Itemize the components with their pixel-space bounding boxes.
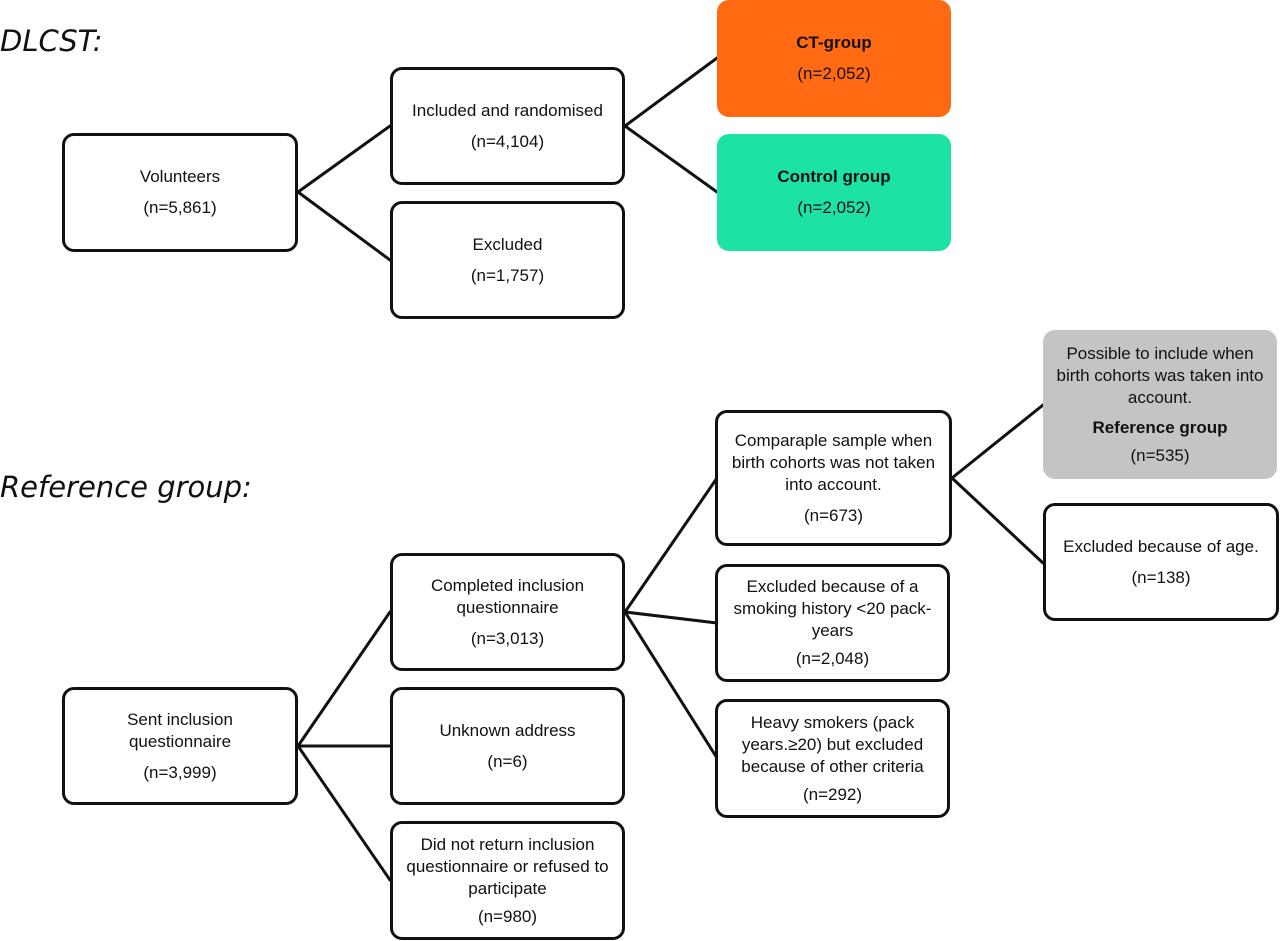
connector-included-ct (623, 56, 719, 128)
comparable-label: Comparaple sample when birth cohorts was… (731, 430, 936, 494)
sent-box: Sent inclusion questionnaire (n=3,999) (62, 687, 298, 805)
completed-count: (n=3,013) (470, 628, 545, 648)
connector-included-control (623, 124, 719, 194)
not-returned-box: Did not return inclusion questionnaire o… (390, 821, 625, 940)
reference-section-title: Reference group: (0, 470, 252, 504)
excluded-dlcst-count: (n=1,757) (470, 265, 545, 285)
reference-group-count: (n=535) (1130, 445, 1190, 465)
excluded-dlcst-label: Excluded (472, 234, 543, 254)
dlcst-section-title: DLCST: (0, 24, 103, 58)
excluded-smoking-box: Excluded because of a smoking history <2… (715, 564, 950, 682)
ct-group-box: CT-group (n=2,052) (717, 0, 951, 117)
connector-volunteers-excluded (296, 190, 392, 262)
ct-group-label: CT-group (796, 33, 872, 52)
included-label: Included and randomised (412, 100, 603, 120)
connector-completed-comparable (623, 476, 719, 614)
reference-group-sublabel: Reference group (1092, 417, 1228, 437)
connector-comparable-reference (950, 403, 1045, 480)
comparable-box: Comparaple sample when birth cohorts was… (715, 410, 952, 546)
included-count: (n=4,104) (470, 131, 545, 151)
unknown-count: (n=6) (487, 751, 528, 771)
volunteers-count: (n=5,861) (143, 198, 217, 217)
unknown-box: Unknown address (n=6) (390, 687, 625, 805)
included-box: Included and randomised (n=4,104) (390, 67, 625, 185)
connector-completed-heavysmokers (623, 610, 719, 760)
ct-group-count: (n=2,052) (797, 64, 871, 83)
excluded-smoking-label: Excluded because of a smoking history <2… (733, 577, 932, 640)
completed-box: Completed inclusion questionnaire (n=3,0… (390, 553, 625, 671)
excluded-age-box: Excluded because of age. (n=138) (1043, 503, 1279, 621)
heavy-smokers-box: Heavy smokers (pack years.≥20) but exclu… (715, 699, 950, 818)
comparable-count: (n=673) (803, 505, 864, 525)
excluded-dlcst-box: Excluded (n=1,757) (390, 201, 625, 319)
excluded-smoking-count: (n=2,048) (795, 649, 870, 668)
not-returned-label: Did not return inclusion questionnaire o… (406, 834, 609, 898)
control-group-box: Control group (n=2,052) (717, 134, 951, 251)
volunteers-box: Volunteers (n=5,861) (62, 133, 298, 252)
sent-count: (n=3,999) (143, 762, 217, 782)
not-returned-count: (n=980) (477, 906, 538, 926)
connector-comparable-excludedage (950, 476, 1045, 565)
heavy-smokers-count: (n=292) (802, 784, 863, 804)
unknown-label: Unknown address (439, 720, 576, 740)
connector-sent-completed (296, 610, 392, 748)
volunteers-label: Volunteers (139, 167, 221, 186)
excluded-age-label: Excluded because of age. (1063, 536, 1259, 556)
control-group-label: Control group (777, 167, 891, 186)
connector-completed-excludedsmoking (623, 610, 719, 625)
reference-group-label: Possible to include when birth cohorts w… (1056, 343, 1264, 407)
control-group-count: (n=2,052) (797, 198, 871, 217)
heavy-smokers-label: Heavy smokers (pack years.≥20) but exclu… (741, 712, 924, 776)
connector-sent-notreturned (296, 744, 392, 882)
excluded-age-count: (n=138) (1131, 567, 1191, 587)
reference-group-box: Possible to include when birth cohorts w… (1043, 330, 1277, 479)
connector-volunteers-included (296, 124, 392, 194)
sent-label: Sent inclusion questionnaire (127, 709, 233, 751)
completed-label: Completed inclusion questionnaire (430, 575, 585, 617)
